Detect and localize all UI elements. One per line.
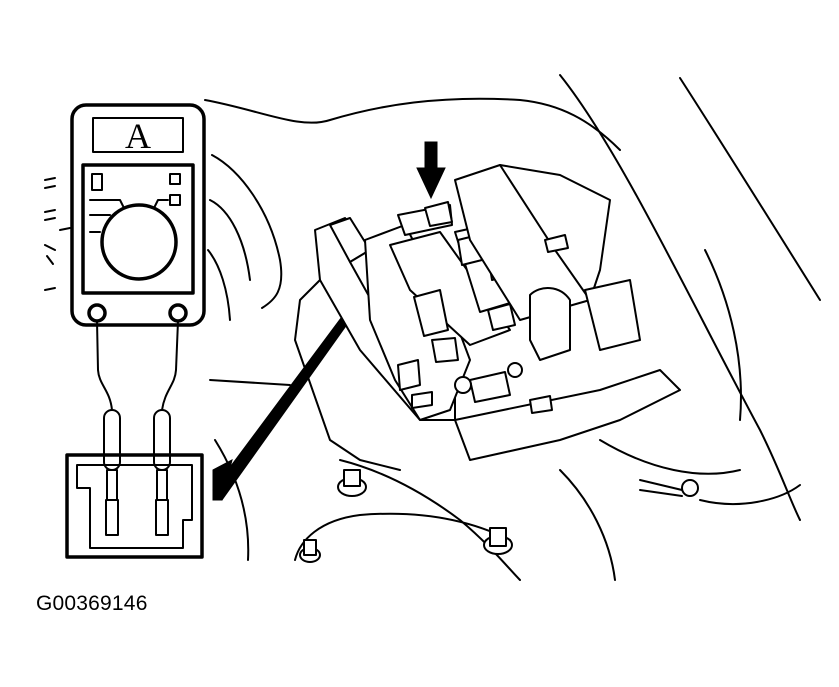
figure-id-label: G00369146	[36, 592, 148, 615]
down-arrow-icon	[416, 141, 446, 200]
meter-display-letter: A	[125, 116, 151, 156]
bolts	[299, 469, 699, 563]
ammeter-icon: A	[70, 103, 206, 327]
fuse-relay-box	[294, 164, 681, 471]
fuse-detail	[65, 453, 204, 559]
scale-marks	[44, 177, 56, 291]
engine-bay-outline	[59, 74, 821, 581]
test-leads	[96, 320, 179, 501]
